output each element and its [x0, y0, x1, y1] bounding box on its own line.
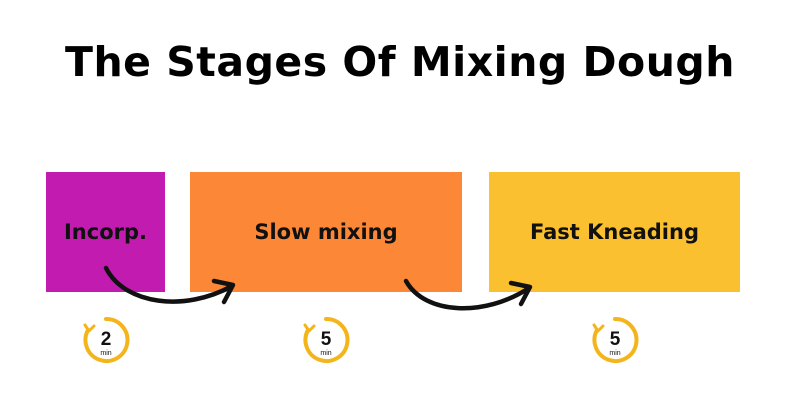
timer-unit: min: [100, 350, 111, 357]
timer-stage-slow-mixing: 5 min: [300, 314, 352, 366]
stage-label: Slow mixing: [254, 220, 398, 244]
stopwatch-icon: 2 min: [83, 316, 130, 363]
timer-unit: min: [609, 350, 620, 357]
stage-box-incorporation: Incorp.: [46, 172, 165, 292]
stopwatch-icon: 5 min: [303, 316, 350, 363]
timer-minutes: 5: [321, 329, 332, 350]
timer-stage-incorporation: 2 min: [80, 314, 132, 366]
stage-box-fast-kneading: Fast Kneading: [489, 172, 740, 292]
arrow-slow-to-fast: [403, 278, 533, 311]
stage-label: Incorp.: [63, 220, 147, 244]
stage-box-slow-mixing: Slow mixing: [190, 172, 462, 292]
stopwatch-icon: 5 min: [592, 316, 639, 363]
stage-label: Fast Kneading: [530, 220, 699, 244]
arrow-incorp-to-slow: [103, 265, 236, 305]
timer-minutes: 5: [610, 329, 621, 350]
diagram-title: The Stages Of Mixing Dough: [65, 38, 735, 86]
timer-stage-fast-kneading: 5 min: [589, 314, 641, 366]
timer-minutes: 2: [101, 329, 112, 350]
timer-unit: min: [320, 350, 331, 357]
